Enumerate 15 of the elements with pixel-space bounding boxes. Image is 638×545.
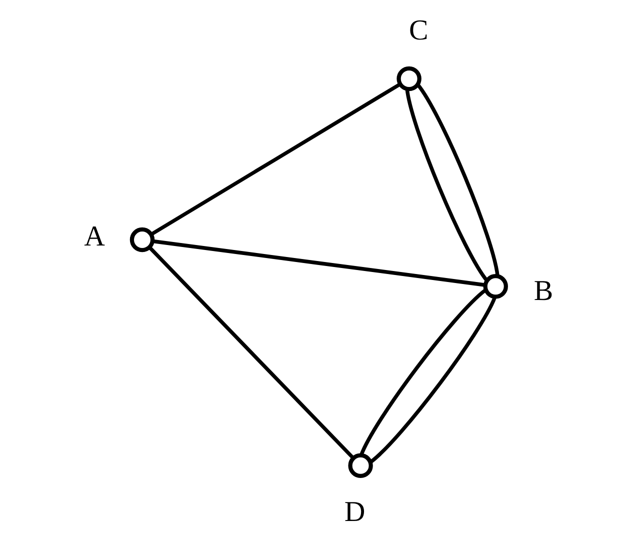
- node-circle: [483, 274, 508, 299]
- node-label: D: [344, 496, 366, 528]
- connector: [150, 82, 401, 236]
- node-circle: [396, 66, 422, 92]
- connector: [152, 239, 486, 287]
- node-label: B: [534, 275, 554, 308]
- connector: [416, 83, 500, 277]
- connector: [370, 296, 496, 464]
- connector: [148, 246, 354, 460]
- node-circle: [130, 227, 155, 252]
- connector: [405, 88, 489, 282]
- node-circle: [348, 453, 373, 478]
- node-label: A: [84, 220, 105, 252]
- connector: [360, 288, 486, 456]
- node-label: C: [409, 14, 428, 46]
